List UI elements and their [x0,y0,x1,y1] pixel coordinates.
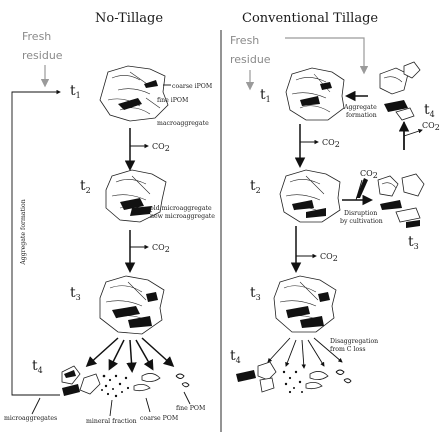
left-fan-arrows [85,337,175,373]
right-disruption-label-1: Disruption [344,210,377,217]
mineral-fraction-particles [101,374,130,398]
right-macroaggregate-t2 [279,169,341,223]
left-t4-fragments [61,365,190,398]
right-fan-lines [267,337,343,369]
right-macroaggregate-t3 [273,275,337,333]
mineral-fraction-label: mineral fraction [86,418,137,425]
left-t3-label: t3 [70,285,81,302]
right-mineral-fraction-particles [282,370,303,394]
right-fresh-residue-line1: Fresh [230,34,259,47]
right-disruption-co2-label: CO2 [360,169,378,180]
right-disruption-wedge [356,178,368,198]
left-t2-label: t2 [80,178,91,195]
right-t4-fragments [236,361,352,394]
right-t3-label: t3 [250,285,261,302]
conventional-tillage-title: Conventional Tillage [242,11,378,26]
left-fresh-residue-line1: Fresh [22,30,51,43]
right-disaggregation-label-2: from C loss [330,346,366,353]
right-col-co2-arrow [403,129,423,137]
right-aggregate-formation-label-2: formation [346,112,377,119]
right-fresh-residue-arrow-top [285,37,369,75]
left-co2-label-1: CO2 [152,142,170,153]
right-col-t4-fragments [379,61,421,121]
right-t4-label: t4 [230,348,241,365]
new-microaggregate-label: new microaggregate [150,213,215,220]
microaggregates-label: microaggregates [4,415,57,422]
fine-ipom-label: fine iPOM [157,97,189,104]
left-aggregate-formation-label: Aggregate formation [20,199,27,265]
left-fresh-residue-line2: residue [22,49,63,62]
right-co2-label-1: CO2 [322,138,340,149]
left-t4-label: t4 [32,358,43,375]
right-co2-label-2: CO2 [320,252,338,263]
left-co2-label-2: CO2 [152,243,170,254]
macroaggregate-label: macroaggregate [157,120,209,127]
left-t1-label: t1 [70,83,81,100]
fine-pom-pointer [183,391,191,405]
microaggregates-pointer [31,397,41,415]
old-microaggregate-label: old microaggregate [150,205,212,212]
left-aggregate-formation-loop [11,89,61,396]
right-col-t4-label: t4 [424,102,435,119]
right-disaggregation-label-1: Disaggregation [330,338,378,345]
right-macroaggregate-t1 [285,67,345,121]
right-col-t3-fragments [377,173,425,228]
no-tillage-title: No-Tillage [95,11,163,26]
right-fresh-residue-line2: residue [230,53,271,66]
coarse-ipom-label: coarse iPOM [172,83,213,90]
right-disruption-label-2: by cultivation [340,218,383,225]
fine-pom-label: fine POM [176,405,206,412]
right-t1-label: t1 [260,87,271,104]
coarse-pom-pointer [145,397,151,413]
mineral-fraction-pointer [109,399,113,417]
right-t2-label: t2 [250,178,261,195]
coarse-pom-label: coarse POM [140,415,179,422]
right-aggregate-formation-label-1: Aggregate [343,104,377,111]
left-macroaggregate-t1 [99,65,169,122]
left-macroaggregate-t3 [99,275,165,335]
right-col-co2-label: CO2 [422,121,440,132]
left-macroaggregate-t2 [105,169,167,223]
right-col-t3-label: t3 [408,234,419,251]
